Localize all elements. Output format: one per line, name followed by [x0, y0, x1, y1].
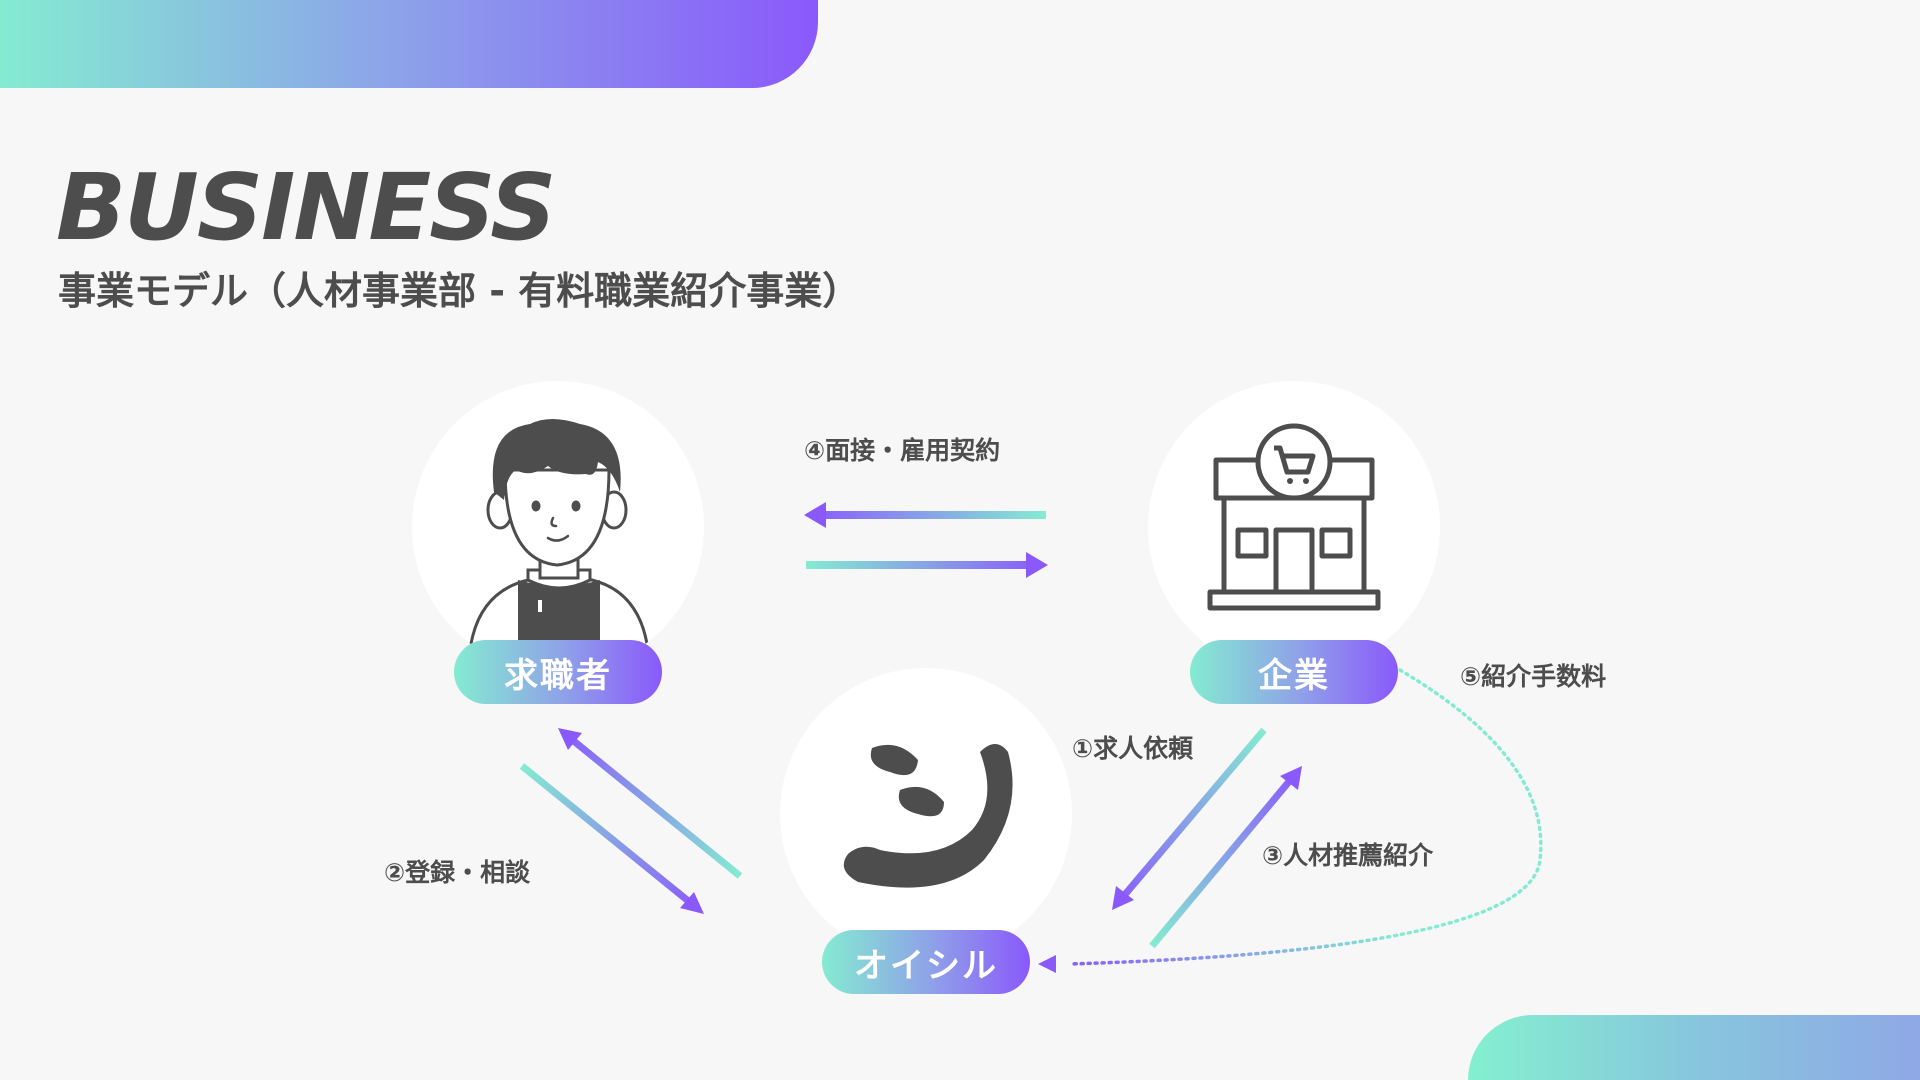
flow-label-interview: ④面接・雇用契約 [804, 436, 1001, 465]
flow-label-register: ②登録・相談 [384, 858, 531, 887]
page-title: BUSINESS [56, 154, 556, 261]
node-job-seeker: 求職者 [454, 640, 662, 704]
company-circle [1148, 381, 1440, 673]
node-oishiru-label: オイシル [854, 945, 998, 986]
node-job-seeker-label: 求職者 [504, 655, 612, 696]
flow-label-recommend: ③人材推薦紹介 [1262, 841, 1434, 870]
flow-label-request: ①求人依頼 [1072, 734, 1194, 763]
oishiru-circle [780, 668, 1072, 960]
node-company-label: 企業 [1258, 655, 1330, 696]
job-seeker-circle [412, 381, 704, 673]
decor-gradient-bottom [1468, 1015, 1920, 1080]
page-subtitle: 事業モデル（人材事業部 - 有料職業紹介事業） [58, 269, 861, 313]
node-oishiru: オイシル [822, 930, 1030, 994]
flow-label-fee: ⑤紹介手数料 [1460, 662, 1607, 691]
node-company: 企業 [1190, 640, 1398, 704]
decor-gradient-top [0, 0, 818, 88]
